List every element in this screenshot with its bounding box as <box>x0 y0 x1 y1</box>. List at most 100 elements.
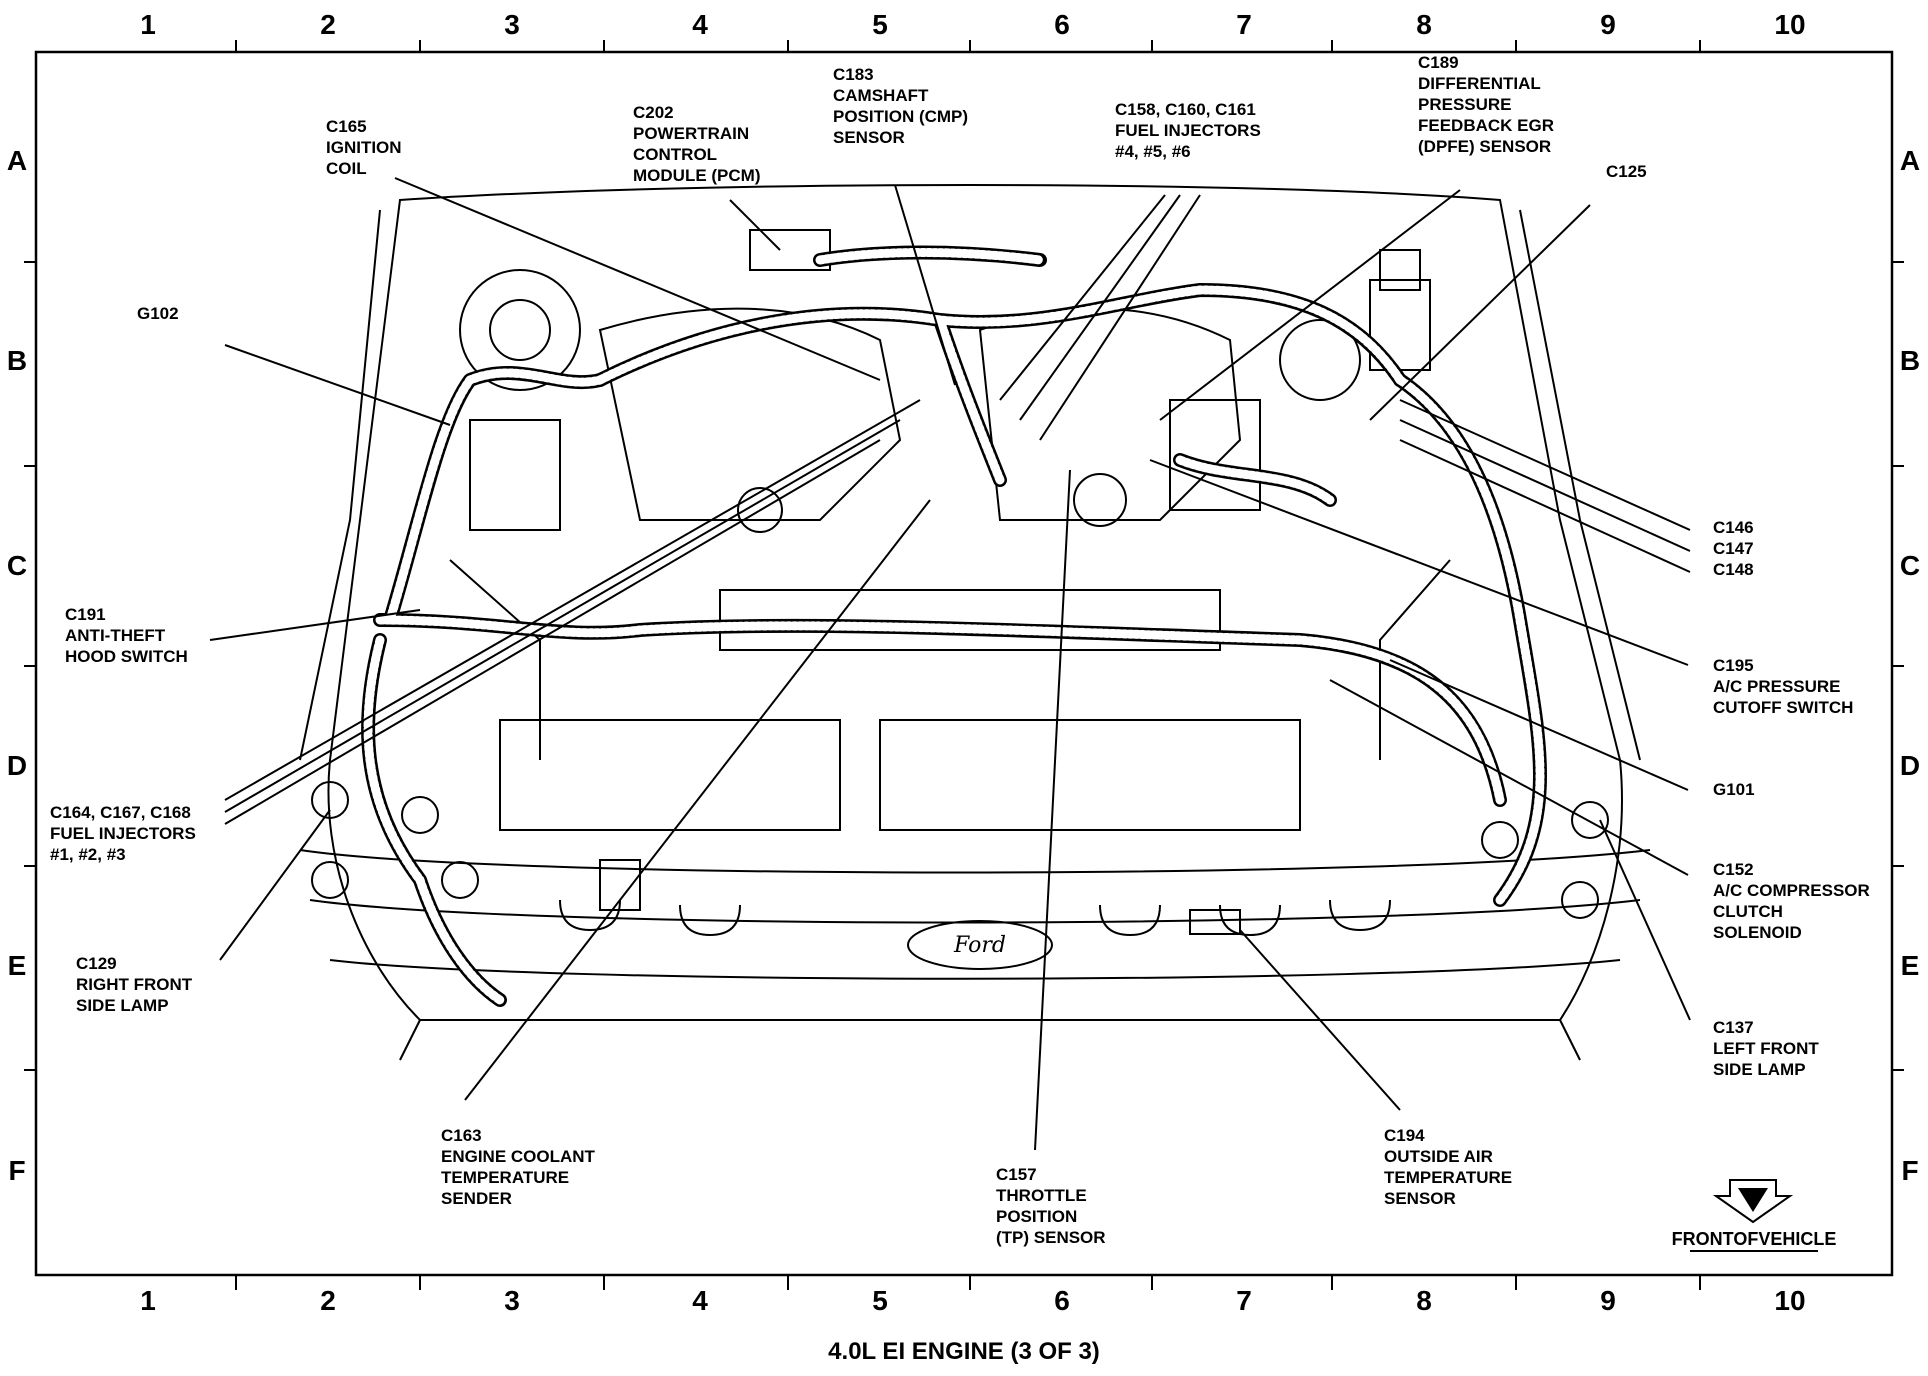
label-c158-line-1: FUEL INJECTORS <box>1115 121 1261 140</box>
label-c195-line-2: CUTOFF SWITCH <box>1713 698 1853 717</box>
label-c152-line-1: A/C COMPRESSOR <box>1713 881 1870 900</box>
label-c189-line-2: PRESSURE <box>1418 95 1512 114</box>
label-c158-line-0: C158, C160, C161 <box>1115 100 1256 119</box>
grid-col-top-8: 8 <box>1416 9 1432 40</box>
leader-c147 <box>1399 419 1691 552</box>
label-c152-line-2: CLUTCH <box>1713 902 1783 921</box>
label-g102-line-0: G102 <box>137 304 179 323</box>
grid-col-top-10: 10 <box>1774 9 1805 40</box>
label-c194-line-0: C194 <box>1384 1126 1425 1145</box>
label-c165-line-2: COIL <box>326 159 367 178</box>
grid-col-bottom-8: 8 <box>1416 1285 1432 1316</box>
label-c148: C148 <box>1713 560 1754 579</box>
label-c183-line-3: SENSOR <box>833 128 905 147</box>
label-c125: C125 <box>1606 162 1647 181</box>
grid-col-bottom-6: 6 <box>1054 1285 1070 1316</box>
leader-c164-c <box>224 439 881 825</box>
grid-row-left-A: A <box>7 145 27 176</box>
grid-row-right-C: C <box>1900 550 1920 581</box>
label-c165-line-1: IGNITION <box>326 138 402 157</box>
leader-c125 <box>1369 204 1591 421</box>
label-g101-line-0: G101 <box>1713 780 1755 799</box>
label-c194-line-1: OUTSIDE AIR <box>1384 1147 1493 1166</box>
grid-col-top-5: 5 <box>872 9 888 40</box>
label-c163-line-2: TEMPERATURE <box>441 1168 569 1187</box>
leader-g102 <box>224 344 451 426</box>
label-g101: G101 <box>1713 780 1755 799</box>
label-c164-line-2: #1, #2, #3 <box>50 845 126 864</box>
label-c152-line-0: C152 <box>1713 860 1754 879</box>
label-c164-line-1: FUEL INJECTORS <box>50 824 196 843</box>
grid-row-right-F: F <box>1901 1155 1918 1186</box>
grid-row-left-F: F <box>8 1155 25 1186</box>
label-c202-line-0: C202 <box>633 103 674 122</box>
leader-c189 <box>1159 189 1461 421</box>
label-c189-line-3: FEEDBACK EGR <box>1418 116 1554 135</box>
label-c137-line-0: C137 <box>1713 1018 1754 1037</box>
grid-col-top-1: 1 <box>140 9 156 40</box>
diagram-border <box>34 50 1894 1277</box>
wiring-harness <box>361 245 1547 1007</box>
ford-emblem-text: Ford <box>953 933 1006 958</box>
leader-c163 <box>464 499 931 1101</box>
leader-c137 <box>1599 819 1691 1021</box>
label-c194-line-2: TEMPERATURE <box>1384 1168 1512 1187</box>
leader-c158-b <box>1019 194 1181 421</box>
label-c183-line-1: CAMSHAFT <box>833 86 929 105</box>
front-of-vehicle-indicator: FRONTOFVEHICLE <box>1672 1179 1837 1252</box>
ford-emblem <box>907 920 1053 970</box>
grid-col-bottom-3: 3 <box>504 1285 520 1316</box>
label-c202-line-2: CONTROL <box>633 145 717 164</box>
leader-c191 <box>209 609 421 641</box>
label-c163-line-0: C163 <box>441 1126 482 1145</box>
grid-col-bottom-2: 2 <box>320 1285 336 1316</box>
leader-c158-c <box>1039 194 1201 441</box>
leader-c195 <box>1149 459 1689 666</box>
leader-c164-a <box>224 399 921 801</box>
grid-col-bottom-1: 1 <box>140 1285 156 1316</box>
label-c157-line-1: THROTTLE <box>996 1186 1087 1205</box>
label-c195-line-0: C195 <box>1713 656 1754 675</box>
label-c137-line-2: SIDE LAMP <box>1713 1060 1806 1079</box>
leader-c183 <box>894 184 956 386</box>
leader-c165 <box>394 177 881 381</box>
grid-row-right-E: E <box>1901 950 1920 981</box>
grid-row-left-E: E <box>8 950 27 981</box>
label-c202-line-3: MODULE (PCM) <box>633 166 760 185</box>
grid-ticks <box>24 40 1904 1290</box>
grid-col-bottom-5: 5 <box>872 1285 888 1316</box>
label-c195-line-1: A/C PRESSURE <box>1713 677 1841 696</box>
leader-c152 <box>1329 679 1689 876</box>
grid-col-top-2: 2 <box>320 9 336 40</box>
label-c148-line-0: C148 <box>1713 560 1754 579</box>
leader-lines <box>209 177 1691 1151</box>
grid-col-top-4: 4 <box>692 9 708 40</box>
leader-c164-b <box>224 419 901 813</box>
label-g102: G102 <box>137 304 179 323</box>
label-c191-line-2: HOOD SWITCH <box>65 647 188 666</box>
label-c147: C147 <box>1713 539 1754 558</box>
label-c137-line-1: LEFT FRONT <box>1713 1039 1819 1058</box>
grid-col-bottom-4: 4 <box>692 1285 708 1316</box>
grid-col-bottom-7: 7 <box>1236 1285 1252 1316</box>
label-c183-line-0: C183 <box>833 65 874 84</box>
grid-col-top-9: 9 <box>1600 9 1616 40</box>
label-c146: C146 <box>1713 518 1754 537</box>
label-c147-line-0: C147 <box>1713 539 1754 558</box>
label-c158-line-2: #4, #5, #6 <box>1115 142 1191 161</box>
label-c189-line-1: DIFFERENTIAL <box>1418 74 1541 93</box>
label-c129-line-2: SIDE LAMP <box>76 996 169 1015</box>
grid-row-left-D: D <box>7 750 27 781</box>
grid-row-left-B: B <box>7 345 27 376</box>
front-of-vehicle-label: FRONTOFVEHICLE <box>1672 1229 1837 1249</box>
leader-c148 <box>1399 439 1691 573</box>
